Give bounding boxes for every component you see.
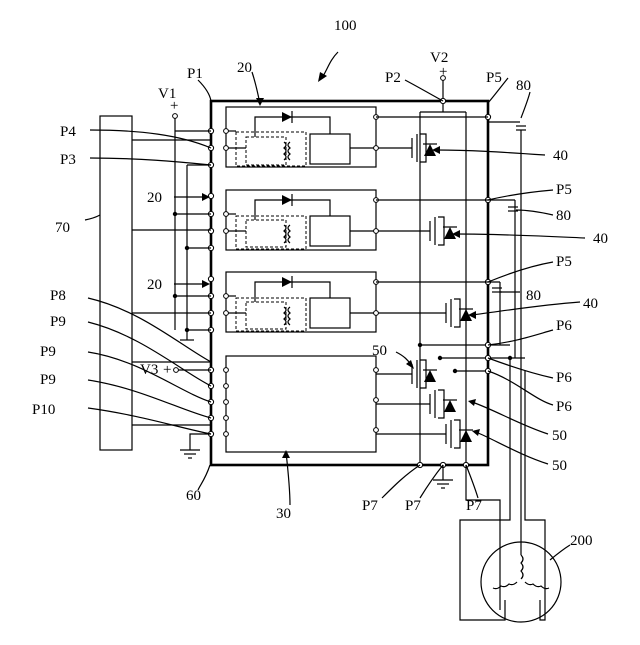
label-p7-c: P7 [466,498,482,514]
label-40-a: 40 [553,148,568,164]
driver-wiring [226,117,446,313]
connector-wires [132,140,211,425]
label-50-b: 50 [552,428,567,444]
switch-40-3 [446,299,473,327]
switch-40-2 [430,217,457,245]
motor-wires [460,358,545,620]
label-80-mid: 80 [556,208,571,224]
block-nodes [224,115,379,437]
label-v3: V3 [140,362,158,378]
label-v1: V1 [158,86,176,102]
label-p5-mid: P5 [556,182,572,198]
label-40-c: 40 [583,296,598,312]
label-20-mid: 20 [147,190,162,206]
label-p6-a: P6 [556,318,572,334]
label-200: 200 [570,533,593,549]
label-70: 70 [55,220,70,236]
label-p9-b: P9 [40,344,56,360]
label-p9-a: P9 [50,314,66,330]
label-p9-c: P9 [40,372,56,388]
label-p6-b: P6 [556,370,572,386]
label-v2-plus: + [439,64,447,80]
label-p5-top: P5 [486,70,502,86]
v3-node [174,368,179,373]
label-40-b: 40 [593,231,608,247]
driver-block-3 [226,272,376,332]
label-80-top: 80 [516,78,531,94]
label-50-c: 50 [552,458,567,474]
label-v3-plus: + [163,362,171,378]
label-p2: P2 [385,70,401,86]
phase-buses [376,114,525,465]
label-p8: P8 [50,288,66,304]
label-p5-low: P5 [556,254,572,270]
switch-50-2 [376,390,457,418]
label-p7-b: P7 [405,498,421,514]
v1-supply: + [170,98,211,340]
label-p10: P10 [32,402,55,418]
label-20-low: 20 [147,277,162,293]
switch-40-1 [412,134,437,162]
connector-70 [100,116,132,450]
label-20-top: 20 [237,60,252,76]
switch-50-3 [376,420,473,448]
label-100: 100 [334,18,357,34]
label-60: 60 [186,488,201,504]
label-30: 30 [276,506,291,522]
label-p4: P4 [60,124,76,140]
driver-block-2 [226,190,376,250]
label-p3: P3 [60,152,76,168]
label-p1: P1 [187,66,203,82]
label-50-a: 50 [372,343,387,359]
ground-icon [180,434,211,458]
label-p6-c: P6 [556,399,572,415]
label-80-low: 80 [526,288,541,304]
controller-30 [226,356,376,452]
label-p7-a: P7 [362,498,378,514]
driver-block-1 [226,107,376,167]
